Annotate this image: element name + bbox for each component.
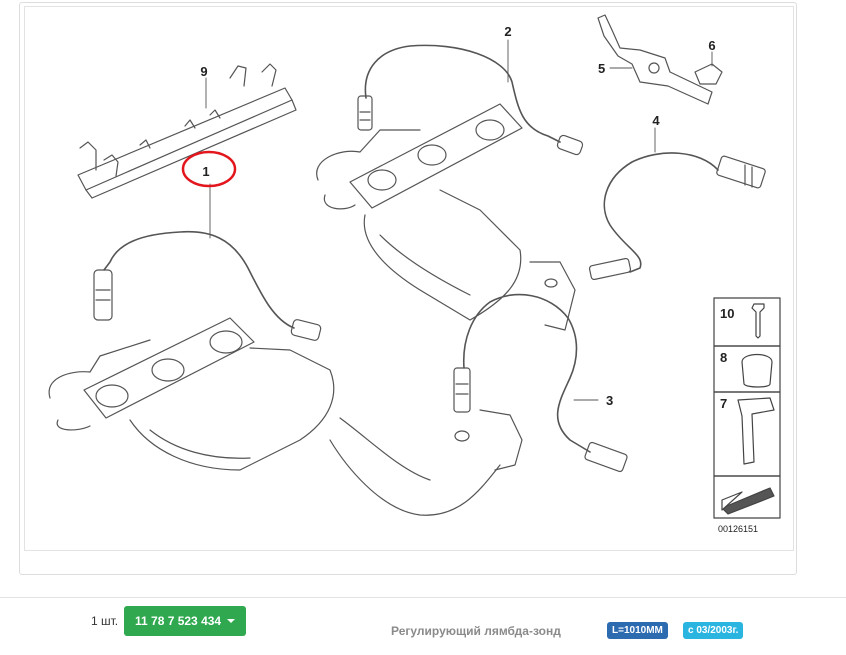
side-callout-8[interactable]: 8 (720, 350, 727, 365)
callout-9[interactable]: 9 (200, 64, 207, 79)
diagram-card (19, 2, 797, 575)
callout-6[interactable]: 6 (708, 38, 715, 53)
sensor-1-drawing (93, 230, 322, 341)
length-badge: L=1010MM (607, 622, 668, 639)
highlight-circle (181, 150, 237, 188)
sensor-2-drawing (357, 44, 584, 156)
callout-3[interactable]: 3 (606, 393, 613, 408)
upper-manifold-drawing (316, 103, 576, 331)
leader-lines (205, 39, 713, 401)
sensor-4-drawing (588, 152, 766, 281)
bracket-rail-drawing (77, 63, 297, 199)
callout-4[interactable]: 4 (652, 113, 660, 128)
side-legend (713, 297, 781, 519)
diagram-frame (24, 6, 794, 551)
footer-divider (0, 597, 846, 598)
date-badge: с 03/2003г. (683, 622, 744, 639)
quantity-label: 1 шт. (91, 614, 119, 628)
parts-diagram: 1 2 3 4 5 6 9 10 8 7 00126151 (48, 14, 781, 534)
callout-5[interactable]: 5 (598, 61, 605, 76)
lower-manifold-drawing (48, 317, 523, 516)
side-callout-10[interactable]: 10 (720, 306, 734, 321)
callout-1[interactable]: 1 (202, 164, 209, 179)
side-callout-7[interactable]: 7 (720, 396, 727, 411)
part-number-dropdown[interactable]: 11 78 7 523 434 (124, 606, 247, 636)
diagram-id: 00126151 (718, 524, 758, 534)
chevron-down-icon (227, 619, 236, 623)
part-number-label: 11 78 7 523 434 (135, 614, 222, 628)
clip-bracket-drawing (597, 14, 723, 105)
part-description: Регулирующий лямбда-зонд (391, 624, 561, 638)
sensor-3-drawing (453, 293, 628, 473)
callout-2[interactable]: 2 (504, 24, 511, 39)
